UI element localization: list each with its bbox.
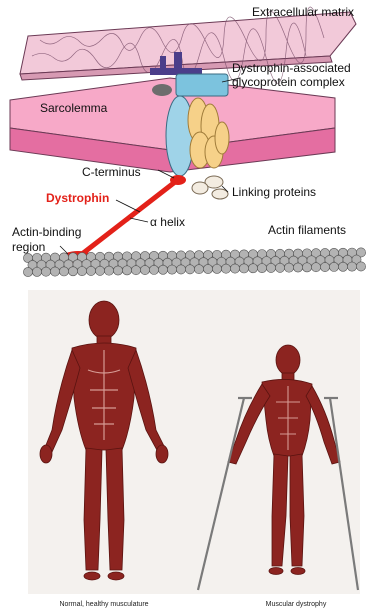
actin-bead — [257, 264, 266, 273]
actin-bead — [95, 266, 104, 275]
actin-bead — [41, 267, 50, 276]
label-c-terminus: C-terminus — [82, 165, 141, 179]
actin-bead — [140, 265, 149, 274]
label-extracellular-matrix: Extracellular matrix — [252, 5, 354, 19]
actin-bead — [248, 264, 257, 273]
actin-bead — [185, 265, 194, 274]
actin-bead — [329, 262, 338, 271]
actin-bead — [23, 267, 32, 276]
label-dystrophin: Dystrophin — [46, 191, 109, 205]
actin-bead — [68, 267, 77, 276]
actin-bead — [347, 262, 356, 271]
dystrophin-diagram-svg: Extracellular matrix Dystrophin-associat… — [0, 0, 376, 285]
actin-bead — [230, 264, 239, 273]
actin-bead — [158, 265, 167, 274]
label-region: region — [12, 240, 45, 254]
glycoprotein-complex-box — [176, 74, 228, 96]
dystrophin-diagram: Extracellular matrix Dystrophin-associat… — [0, 0, 376, 285]
label-actin-filaments: Actin filaments — [268, 223, 346, 237]
actin-bead — [131, 266, 140, 275]
caption-healthy: Normal, healthy musculature — [59, 601, 148, 608]
label-glycoprotein-complex: glycoprotein complex — [232, 75, 345, 89]
label-sarcolemma: Sarcolemma — [40, 101, 108, 115]
actin-bead — [176, 265, 185, 274]
actin-bead — [302, 263, 311, 272]
actin-bead — [275, 263, 284, 272]
actin-bead — [293, 263, 302, 272]
actin-bead — [338, 262, 347, 271]
actin-bead — [32, 267, 41, 276]
actin-bead — [194, 265, 203, 274]
caption-dystrophy: Muscular dystrophy — [266, 601, 327, 608]
actin-bead — [167, 265, 176, 274]
actin-bead — [50, 267, 59, 276]
linking-proteins — [192, 176, 228, 199]
label-linking-proteins: Linking proteins — [232, 185, 316, 199]
actin-bead — [266, 263, 275, 272]
actin-bead — [77, 267, 86, 276]
actin-bead — [239, 264, 248, 273]
musculature-figures: Normal, healthy musculature Muscular dys… — [0, 290, 376, 612]
musculature-figures-svg: Normal, healthy musculature Muscular dys… — [0, 290, 376, 612]
actin-bead — [284, 263, 293, 272]
label-dystrophin-associated: Dystrophin-associated — [232, 61, 351, 75]
actin-bead — [311, 263, 320, 272]
actin-bead — [212, 264, 221, 273]
actin-bead — [203, 264, 212, 273]
actin-bead — [356, 262, 365, 271]
actin-bead — [221, 264, 230, 273]
actin-bead — [122, 266, 131, 275]
actin-bead — [149, 265, 158, 274]
actin-bead — [113, 266, 122, 275]
actin-bead — [59, 267, 68, 276]
actin-bead — [320, 262, 329, 271]
label-actin-binding: Actin-binding — [12, 225, 81, 239]
figures-background — [28, 290, 360, 594]
actin-bead — [104, 266, 113, 275]
label-alpha-helix: α helix — [150, 215, 185, 229]
actin-bead — [86, 266, 95, 275]
